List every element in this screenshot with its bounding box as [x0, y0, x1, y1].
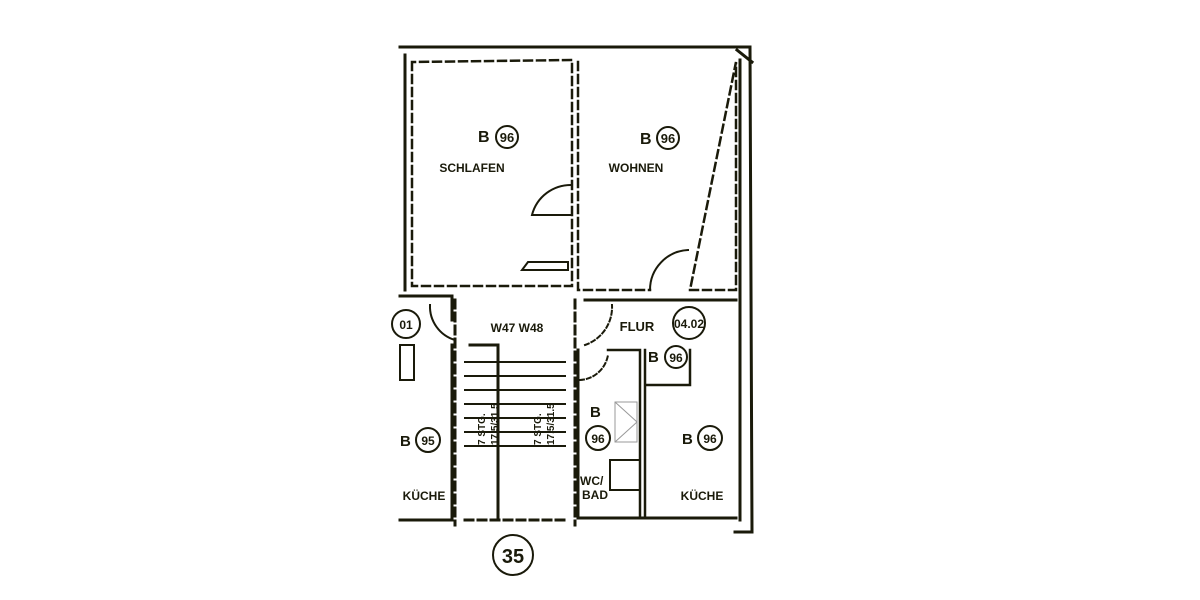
plan-mark: [576, 60, 738, 292]
stair-label: W47 W48: [491, 321, 544, 335]
stair-right-text2: 17.5/31.5: [546, 403, 557, 445]
plan-mark: [453, 298, 577, 527]
room-number-circle: [672, 306, 706, 340]
plan-mark: [520, 261, 641, 491]
kueche-right-label: KÜCHE: [681, 488, 724, 503]
schlafen-number: 96: [500, 130, 514, 145]
kueche-left-code: B: [400, 433, 411, 450]
flur-code: B: [648, 349, 659, 366]
bath-window: [614, 401, 638, 443]
plan-mark: [468, 298, 738, 522]
plan-mark: [734, 47, 755, 65]
plan-mark: [614, 401, 638, 443]
bad-code: B: [590, 404, 601, 421]
wc-label: WC/: [580, 474, 604, 488]
flur-label: FLUR: [620, 319, 655, 334]
stair-left-text2: 17.5/31.5: [490, 403, 501, 445]
plan-mark: [578, 353, 610, 382]
wohnen-number: 96: [661, 131, 675, 146]
wohnen-label: WOHNEN: [609, 161, 664, 175]
stair-left-text: 7 STG.: [477, 413, 488, 445]
partial-room-number: 01: [399, 318, 413, 332]
kueche-right-code: B: [682, 431, 693, 448]
kueche-right-number: 96: [703, 432, 717, 446]
plan-mark: [530, 183, 574, 216]
plan-mark: [428, 303, 457, 342]
walls: [398, 45, 755, 534]
plan-mark: [399, 344, 415, 381]
plan-mark: [464, 361, 566, 447]
schlafen-label: SCHLAFEN: [439, 161, 504, 175]
schlafen-code: B: [478, 129, 490, 146]
flur-code-number: 96: [669, 351, 683, 365]
schlafen-number-circle: [495, 125, 519, 149]
flur-number: 04.02: [674, 317, 704, 331]
plan-mark: [614, 401, 638, 443]
kueche-left-number: 95: [421, 434, 435, 448]
kueche-left-label: KÜCHE: [403, 488, 446, 503]
room-number-circle: [391, 309, 421, 339]
plan-mark: [398, 45, 754, 534]
room-number-circle: [664, 345, 688, 369]
stair-right-text: 7 STG.: [533, 413, 544, 445]
plan-mark: [410, 58, 574, 288]
building-number-circle: [492, 534, 534, 576]
room-labels: B 96 SCHLAFEN B 96 WOHNEN FLUR 04.02 B 9…: [391, 125, 724, 576]
wohnen-code: B: [640, 131, 652, 148]
room-number-circle: [415, 427, 441, 453]
plan-mark: [583, 303, 614, 347]
plan-mark: [648, 248, 690, 292]
plan-mark: [398, 294, 454, 522]
building-number: 35: [502, 546, 524, 568]
room-number-circle: [656, 126, 680, 150]
room-number-circle: [585, 425, 611, 451]
doors: [428, 183, 690, 382]
bad-label: BAD: [582, 488, 608, 502]
bad-number: 96: [591, 432, 605, 446]
room-number-circle: [697, 425, 723, 451]
